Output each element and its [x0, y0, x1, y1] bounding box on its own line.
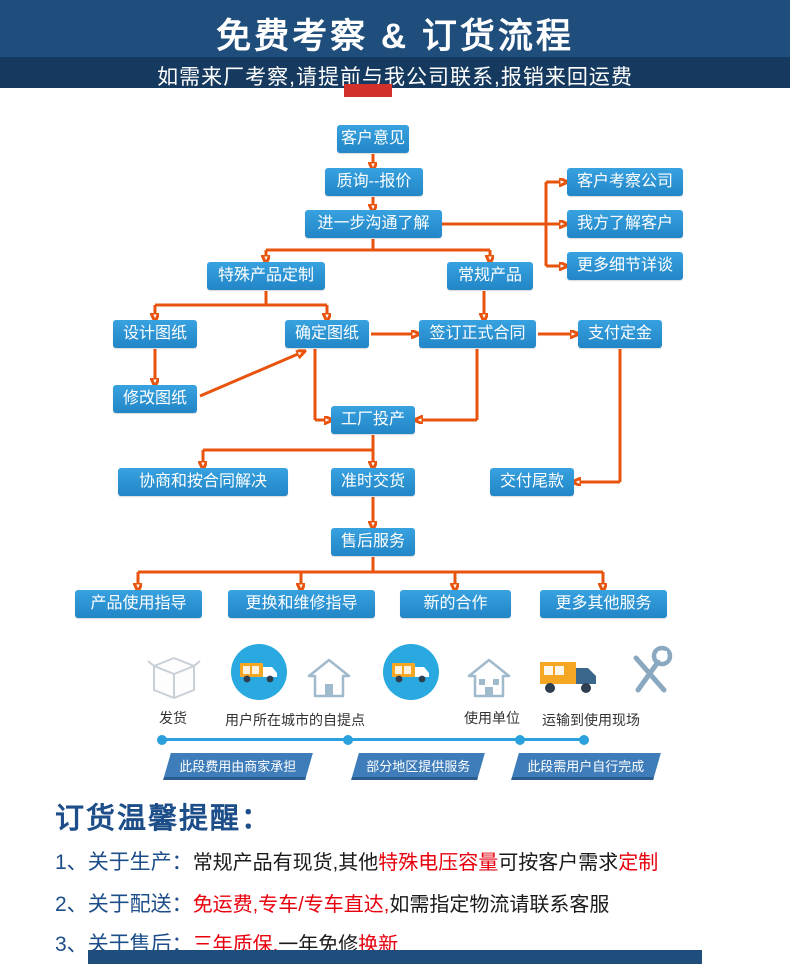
- flow-node-inquiry-quote: 质询--报价: [325, 168, 423, 196]
- reminder-text-segment: 免运费,专车/专车直达,: [192, 894, 390, 916]
- tag-partial-area-service: 部分地区提供服务: [351, 753, 485, 780]
- flow-node-revise-drawing: 修改图纸: [113, 385, 197, 413]
- timeline-dot: [343, 735, 353, 745]
- flow-node-confirm-drawing: 确定图纸: [285, 320, 369, 348]
- red-accent-bar: [344, 84, 392, 97]
- timeline-dot: [515, 735, 525, 745]
- page-title: 免费考察 & 订货流程: [216, 17, 574, 56]
- reminder-number: 3、: [55, 933, 88, 956]
- reminder-item-production: 1、关于生产：常规产品有现货,其他特殊电压容量可按客户需求定制: [55, 846, 658, 876]
- label-ship: 发货: [159, 710, 187, 726]
- reminder-title: 订货温馨提醒：: [55, 803, 273, 835]
- repair-tools-icon: [633, 645, 673, 693]
- label-transport-to-site: 运输到使用现场: [542, 712, 640, 728]
- flow-node-factory-production: 工厂投产: [331, 406, 415, 434]
- reminder-number: 1、: [55, 851, 88, 874]
- reminder-number: 2、: [55, 893, 88, 916]
- flow-node-we-know-client: 我方了解客户: [567, 210, 683, 238]
- flow-node-replace-repair-guidance: 更换和维修指导: [228, 590, 375, 618]
- next-section-bar: [88, 950, 702, 964]
- flow-node-sign-contract: 签订正式合同: [419, 320, 536, 348]
- tag-user-self-complete: 此段需用户自行完成: [511, 753, 661, 780]
- header-band: [0, 0, 790, 57]
- flow-node-customer-feedback: 客户意见: [337, 125, 409, 153]
- tag-label: 部分地区提供服务: [366, 758, 471, 774]
- flow-node-on-time-delivery: 准时交货: [331, 468, 415, 496]
- flow-node-new-cooperation: 新的合作: [400, 590, 511, 618]
- flow-node-standard-product: 常规产品: [447, 262, 533, 290]
- flow-node-pay-balance: 交付尾款: [490, 468, 574, 496]
- reminder-text-segment: 常规产品有现货,其他: [192, 852, 379, 874]
- label-pickup-point: 用户所在城市的自提点: [225, 712, 365, 728]
- reminder-label: 关于生产：: [87, 851, 193, 874]
- pickup-truck-icon: [231, 644, 287, 700]
- flow-node-negotiate-per-contract: 协商和按合同解决: [118, 468, 288, 496]
- tag-label: 此段需用户自行完成: [527, 758, 645, 774]
- timeline-dot: [157, 735, 167, 745]
- page-subtitle: 如需来厂考察,请提前与我公司联系,报销来回运费: [157, 66, 633, 89]
- reminder-text-segment: 定制: [618, 852, 659, 874]
- reminder-text-segment: 可按客户需求: [498, 852, 619, 874]
- building-icon: [467, 658, 511, 698]
- house-icon: [307, 658, 351, 698]
- delivery-truck-icon: [383, 644, 439, 700]
- reminder-label: 关于配送：: [87, 893, 193, 916]
- flow-node-design-drawing: 设计图纸: [113, 320, 197, 348]
- tag-label: 此段费用由商家承担: [179, 758, 297, 774]
- flow-node-after-sales-service: 售后服务: [331, 528, 415, 556]
- timeline-line: [160, 738, 584, 741]
- label-user-unit: 使用单位: [464, 710, 520, 726]
- reminder-text-segment: 如需指定物流请联系客服: [389, 894, 610, 916]
- timeline-dot: [579, 735, 589, 745]
- reminder-text-segment: 特殊电压容量: [378, 852, 499, 874]
- flow-node-client-visit-company: 客户考察公司: [567, 168, 683, 196]
- tag-merchant-cost: 此段费用由商家承担: [163, 753, 313, 780]
- shipping-box-icon: [147, 657, 201, 699]
- flow-node-usage-guidance: 产品使用指导: [75, 590, 202, 618]
- flow-node-more-other-services: 更多其他服务: [540, 590, 667, 618]
- flow-node-more-details-talk: 更多细节详谈: [567, 252, 683, 280]
- flow-node-custom-product: 特殊产品定制: [207, 262, 325, 290]
- transport-truck-icon: [540, 662, 596, 693]
- flow-node-pay-deposit: 支付定金: [578, 320, 662, 348]
- flow-node-further-communication: 进一步沟通了解: [305, 210, 442, 238]
- reminder-item-delivery: 2、关于配送：免运费,专车/专车直达,如需指定物流请联系客服: [55, 888, 609, 918]
- subheader-band: [0, 57, 790, 88]
